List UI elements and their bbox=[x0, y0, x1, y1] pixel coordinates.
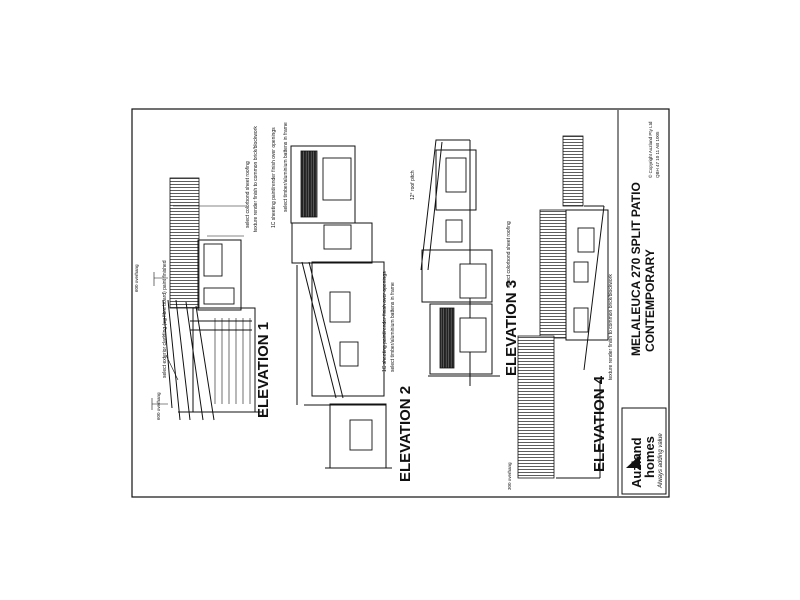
e2-main-wall bbox=[311, 261, 385, 397]
e2-window-2 bbox=[339, 341, 359, 367]
e1-roof-rafters bbox=[162, 299, 215, 421]
brand-tagline: Always adding value bbox=[658, 433, 664, 489]
brand-name-line1: Auzland bbox=[629, 437, 644, 488]
sheet-border bbox=[131, 108, 670, 498]
e2-note-sheet: 1C sheeting paint/render finish over ope… bbox=[271, 127, 277, 228]
e1-note-cladding: select exterior cladding (eg fibre board… bbox=[162, 260, 168, 378]
elevation-4: texture render finish to common brick/bl… bbox=[507, 135, 614, 490]
e2-mid-box bbox=[291, 222, 373, 264]
title-block: Auzland homes Always adding value MELALE… bbox=[617, 110, 667, 496]
e3-note-sheet: 1C sheeting paint/render finish over ope… bbox=[382, 271, 388, 372]
e3-note-pitch: 12° roof pitch bbox=[410, 170, 416, 200]
e3-window-top bbox=[445, 157, 467, 193]
e4-wall bbox=[565, 209, 609, 341]
e3-window-3 bbox=[459, 263, 487, 299]
e3-mid-wall bbox=[421, 249, 493, 303]
e2-window-1 bbox=[329, 291, 351, 323]
plan-subtitle: CONTEMPORARY bbox=[643, 249, 657, 352]
e4-window-2 bbox=[573, 261, 589, 283]
e3-lower-wall bbox=[429, 303, 493, 375]
e4-ground bbox=[556, 205, 605, 479]
e1-lower-wall bbox=[192, 307, 256, 413]
drawing-code: QBH 47 10 11 AB 1005 bbox=[655, 131, 660, 178]
e1-frame bbox=[190, 320, 252, 331]
e4-note-render: texture render finish to common brick/bl… bbox=[608, 274, 614, 380]
brand-box bbox=[621, 407, 667, 495]
e4-top-block bbox=[562, 135, 584, 207]
e1-garage-lines bbox=[214, 318, 251, 404]
e3-note-battens: select timber/aluminium battens in frame bbox=[390, 282, 396, 372]
elevation-1-label: ELEVATION 1 bbox=[255, 322, 272, 418]
e1-window-upper bbox=[203, 243, 223, 277]
brand-name-line2: homes bbox=[642, 436, 657, 478]
plan-title: MELALEUCA 270 SPLIT PATIO bbox=[629, 182, 643, 356]
e4-mid-block bbox=[539, 209, 567, 339]
e1-leaders bbox=[165, 205, 246, 381]
e1-wall bbox=[197, 239, 242, 311]
e1-roof-block bbox=[169, 177, 200, 309]
e2-window-mid bbox=[323, 224, 352, 250]
elevation-3-label: ELEVATION 3 bbox=[503, 280, 520, 376]
e1-note-overhang-a: 600 overhang bbox=[134, 264, 139, 292]
elevation-2: 1C sheeting paint/render finish over ope… bbox=[271, 122, 414, 482]
e4-window-1 bbox=[577, 227, 595, 253]
e3-window-mid bbox=[445, 219, 463, 243]
copyright-notice: © Copyright Auzland Pty Ltd bbox=[647, 121, 653, 178]
auzland-logo-icon bbox=[626, 455, 640, 468]
e3-window-4 bbox=[459, 317, 487, 353]
e1-overhang-marks bbox=[151, 272, 168, 410]
e3-note-colorbond: select colorbond sheet roofing bbox=[506, 221, 512, 288]
e2-note-battens: select timber/aluminium battens in frame bbox=[283, 122, 289, 212]
e1-window-mid bbox=[203, 287, 235, 305]
elevation-1: select colorbond sheet roofing texture r… bbox=[134, 126, 272, 421]
e3-battens bbox=[439, 307, 455, 369]
e3-top-wall bbox=[435, 149, 477, 211]
e2-roof-lines bbox=[296, 261, 386, 406]
elevation-4-label: ELEVATION 4 bbox=[591, 375, 608, 472]
e1-note-sheet: select colorbond sheet roofing bbox=[245, 161, 251, 228]
e2-battens bbox=[300, 150, 318, 218]
e4-note-overhang: 300 overhang bbox=[507, 462, 512, 490]
e4-window-3 bbox=[573, 307, 589, 333]
e1-note-overhang-b: 600 overhang bbox=[156, 392, 161, 420]
e4-low-block bbox=[517, 335, 555, 479]
e2-window-top bbox=[322, 157, 352, 201]
elevation-2-label: ELEVATION 2 bbox=[397, 386, 414, 482]
e1-note-render: texture render finish to common brick/bl… bbox=[253, 126, 259, 232]
elevation-3: 12° roof pitch 1C sheeting paint/render … bbox=[382, 139, 520, 386]
e2-window-lower bbox=[349, 419, 373, 451]
